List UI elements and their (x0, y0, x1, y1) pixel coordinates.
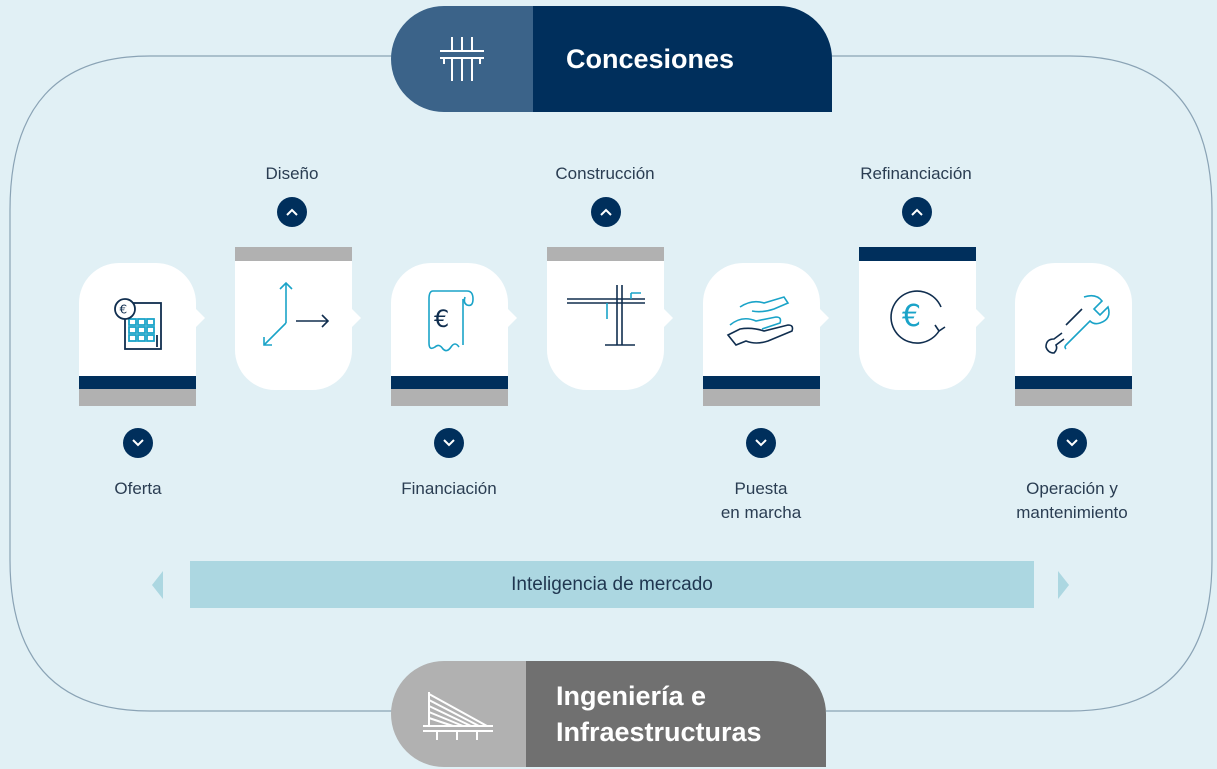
chevron-down-icon[interactable] (434, 428, 464, 458)
market-intelligence-bar: Inteligencia de mercado (190, 561, 1034, 608)
footer-title: Ingeniería e Infraestructuras (526, 661, 826, 767)
step-label-diseno: Diseño (265, 164, 319, 183)
bridge-deck-icon (391, 6, 533, 112)
card-pointer (196, 309, 205, 327)
card-pointer (352, 309, 361, 327)
card-pointer (664, 309, 673, 327)
step-label-financiacion: Financiación (401, 479, 497, 498)
cable-stayed-bridge-icon (391, 661, 526, 767)
card-pointer (976, 309, 985, 327)
chevron-down-icon[interactable] (123, 428, 153, 458)
wrench-icon (1015, 287, 1132, 357)
svg-text:€: € (119, 303, 127, 317)
step-card-puesta-en-marcha[interactable] (703, 263, 820, 406)
card-pointer (820, 309, 829, 327)
step-label-oferta: Oferta (114, 479, 162, 498)
axes-arrows-icon (235, 277, 352, 357)
step-card-financiacion[interactable]: € (391, 263, 508, 406)
step-label-construccion: Construcción (555, 164, 655, 183)
calculator-euro-icon: € (79, 285, 196, 355)
footer-title-line2: Infraestructuras (556, 717, 762, 747)
step-card-oferta[interactable]: € (79, 263, 196, 406)
step-label-refinanciacion: Refinanciación (860, 164, 972, 183)
footer-title-line1: Ingeniería e (556, 681, 707, 711)
arrow-left-icon (152, 571, 163, 599)
step-label-operacion: Operación y mantenimiento (972, 477, 1172, 525)
svg-text:€: € (902, 299, 921, 334)
step-card-diseno[interactable] (235, 247, 352, 390)
chevron-down-icon[interactable] (1057, 428, 1087, 458)
step-label-puesta-line2: en marcha (720, 503, 802, 522)
euro-bill-icon: € (391, 283, 508, 359)
chevron-up-icon[interactable] (902, 197, 932, 227)
step-card-construccion[interactable] (547, 247, 664, 390)
handshake-icon (703, 289, 820, 353)
chevron-up-icon[interactable] (277, 197, 307, 227)
step-label-operacion-line1: Operación y (1026, 479, 1118, 498)
step-label-puesta: Puesta en marcha (661, 477, 861, 525)
step-card-operacion[interactable] (1015, 263, 1132, 406)
step-card-refinanciacion[interactable]: € (859, 247, 976, 390)
concesiones-header: Concesiones (391, 6, 832, 112)
chevron-up-icon[interactable] (591, 197, 621, 227)
tower-crane-icon (547, 279, 664, 355)
chevron-down-icon[interactable] (746, 428, 776, 458)
svg-text:€: € (434, 305, 449, 333)
ingenieria-footer: Ingeniería e Infraestructuras (391, 661, 826, 767)
arrow-right-icon (1058, 571, 1069, 599)
card-pointer (508, 309, 517, 327)
step-label-puesta-line1: Puesta (734, 479, 788, 498)
step-label-operacion-line2: mantenimiento (1016, 503, 1128, 522)
header-title: Concesiones (533, 6, 832, 112)
euro-cycle-icon: € (859, 279, 976, 353)
